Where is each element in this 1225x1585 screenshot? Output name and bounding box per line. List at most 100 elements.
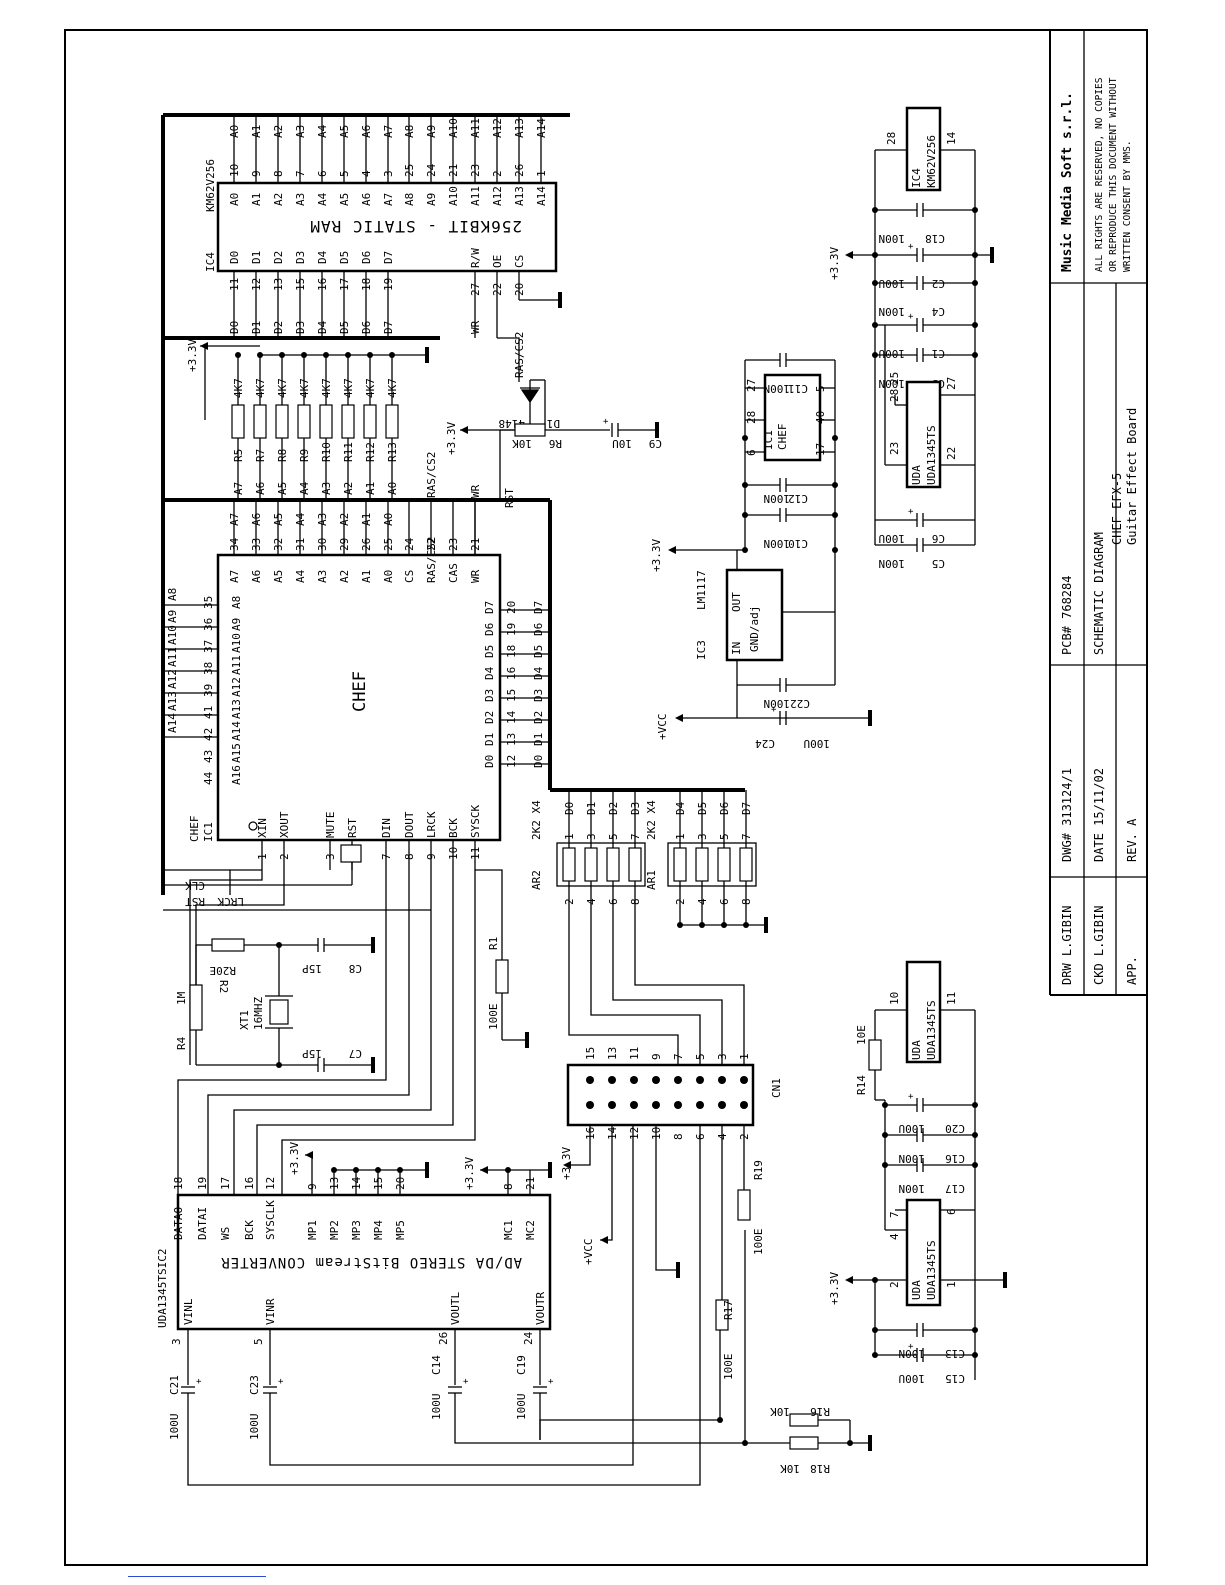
ram-pin-number: 21 <box>447 164 460 177</box>
supply-label: +VCC <box>582 1239 595 1266</box>
ic-pin-number: 23 <box>888 442 901 455</box>
codec-pin-name: BCK <box>243 1220 256 1240</box>
ram-pin-number: 4 <box>360 170 373 177</box>
chef-part: CHEF <box>188 816 201 843</box>
cap-ref: C7 <box>349 1047 362 1060</box>
array-pin: 8 <box>740 898 753 905</box>
junction-dot <box>279 352 285 358</box>
resistor-ref: R10 <box>320 442 333 462</box>
chef-pin-number: 23 <box>447 538 460 551</box>
net-label: D0 <box>532 755 545 768</box>
chef-pin-name: RST <box>346 818 359 838</box>
chef-pin-number: 44 <box>202 771 215 785</box>
ic-pin-number: 27 <box>945 377 958 390</box>
ic-pin-number: 22 <box>945 447 958 460</box>
chef-pin-name: A16 <box>230 765 243 785</box>
r18-resistor <box>789 1436 819 1450</box>
junction-dot <box>972 1102 978 1108</box>
junction-dot <box>235 352 241 358</box>
chef-pin-number: 37 <box>202 640 215 653</box>
net-label: D5 <box>696 802 709 815</box>
supply-arrow <box>460 426 468 434</box>
chef-pin-number: 20 <box>505 601 518 614</box>
cap-ref: C16 <box>945 1152 965 1165</box>
ram-bus-label: D4 <box>316 320 329 334</box>
codec-pin-number: 24 <box>522 1331 535 1345</box>
array-resistor <box>628 847 642 882</box>
codec-pin-number: 3 <box>170 1338 183 1345</box>
regulator-part: LM1117 <box>695 570 708 610</box>
chef-pin-number: 39 <box>202 684 215 697</box>
chef-pin-number: 33 <box>250 538 263 551</box>
ram-pin-name: A9 <box>425 193 438 206</box>
chef-pin-number: 34 <box>228 537 241 551</box>
array-pin: 3 <box>585 833 598 840</box>
cap-value: 100U <box>430 1394 443 1421</box>
pin1-marker <box>248 821 258 831</box>
resistor-ref: R2 <box>217 980 230 993</box>
ram-pin-number: 7 <box>294 170 307 177</box>
chef-pin-name: A8 <box>230 596 243 609</box>
ram-bus-label: D7 <box>382 321 395 334</box>
net-label: RAS/CS2 <box>425 452 438 498</box>
rights-line: ALL RIGHTS ARE RESERVED, NO COPIES <box>1094 77 1105 272</box>
ic-pin-number: 1 <box>945 1281 958 1288</box>
polarity-mark: + <box>548 1377 554 1387</box>
r1-resistor <box>495 959 509 994</box>
cap-value: 100U <box>899 1372 926 1385</box>
supply-label: +VCC <box>656 714 669 741</box>
chef-pin-number: 26 <box>360 538 373 551</box>
junction-dot <box>301 352 307 358</box>
junction-dot <box>323 352 329 358</box>
array-resistor <box>562 847 576 882</box>
regulator-pin-out: OUT <box>730 592 743 612</box>
ram-bus-label: A0 <box>228 125 241 138</box>
resistor-value: 4K7 <box>364 378 377 398</box>
junction-dot <box>331 1167 337 1173</box>
ram-pin-name: A0 <box>228 193 241 206</box>
ram-bus-label: A12 <box>491 118 504 138</box>
net-label: D4 <box>674 801 687 815</box>
chef-pin-name: CS <box>403 570 416 583</box>
resistor-value: 10K <box>770 1405 790 1418</box>
chef-pin-name: MUTE <box>324 812 337 839</box>
chef-pin-name: A6 <box>250 570 263 583</box>
ram-pin-number: 17 <box>338 278 351 291</box>
r19-resistor <box>737 1189 751 1221</box>
ram-bus-label: D1 <box>250 321 263 334</box>
junction-dot <box>742 547 748 553</box>
net-label: D3 <box>532 689 545 702</box>
dout-net <box>207 870 410 1195</box>
codec-pin-name: VINR <box>264 1298 277 1325</box>
ram-pin-name: D5 <box>338 251 351 264</box>
ram-pin-number: 24 <box>425 163 438 177</box>
r4-resistor <box>189 984 203 1031</box>
chef-pin-name: SYSCK <box>469 805 482 838</box>
chef-pin-name: BCK <box>447 818 460 838</box>
sysck-net <box>475 869 503 960</box>
net-label: D6 <box>718 802 731 815</box>
junction-dot <box>367 352 373 358</box>
cap-ref: C21 <box>168 1375 181 1395</box>
supply-arrow <box>200 342 208 350</box>
d0-net <box>568 925 679 1065</box>
ram-pin-number: 2 <box>491 170 504 177</box>
codec-pin-name: VOUTR <box>534 1292 547 1325</box>
crystal-value: 16MHZ <box>252 997 265 1030</box>
chef-pin-number: 14 <box>505 710 518 724</box>
ic-ref: IC4 <box>910 168 923 188</box>
junction-dot <box>972 352 978 358</box>
chef-pin-number: 19 <box>505 623 518 636</box>
chef-pin-name: WR <box>469 569 482 583</box>
crystal-ref: XT1 <box>238 1010 251 1030</box>
ic-pin-number: 10 <box>888 992 901 1005</box>
drawing-title: SCHEMATIC DIAGRAM <box>1092 532 1106 655</box>
cap-value: 100N <box>879 305 906 318</box>
cap-value: 100N <box>899 1347 926 1360</box>
chef-pin-name: A4 <box>294 569 307 583</box>
cap-value: 100U <box>879 347 906 360</box>
cap-ref: C15 <box>945 1372 965 1385</box>
clk-net <box>229 869 262 895</box>
xin-net <box>189 870 263 1065</box>
array-resistor <box>739 847 753 882</box>
